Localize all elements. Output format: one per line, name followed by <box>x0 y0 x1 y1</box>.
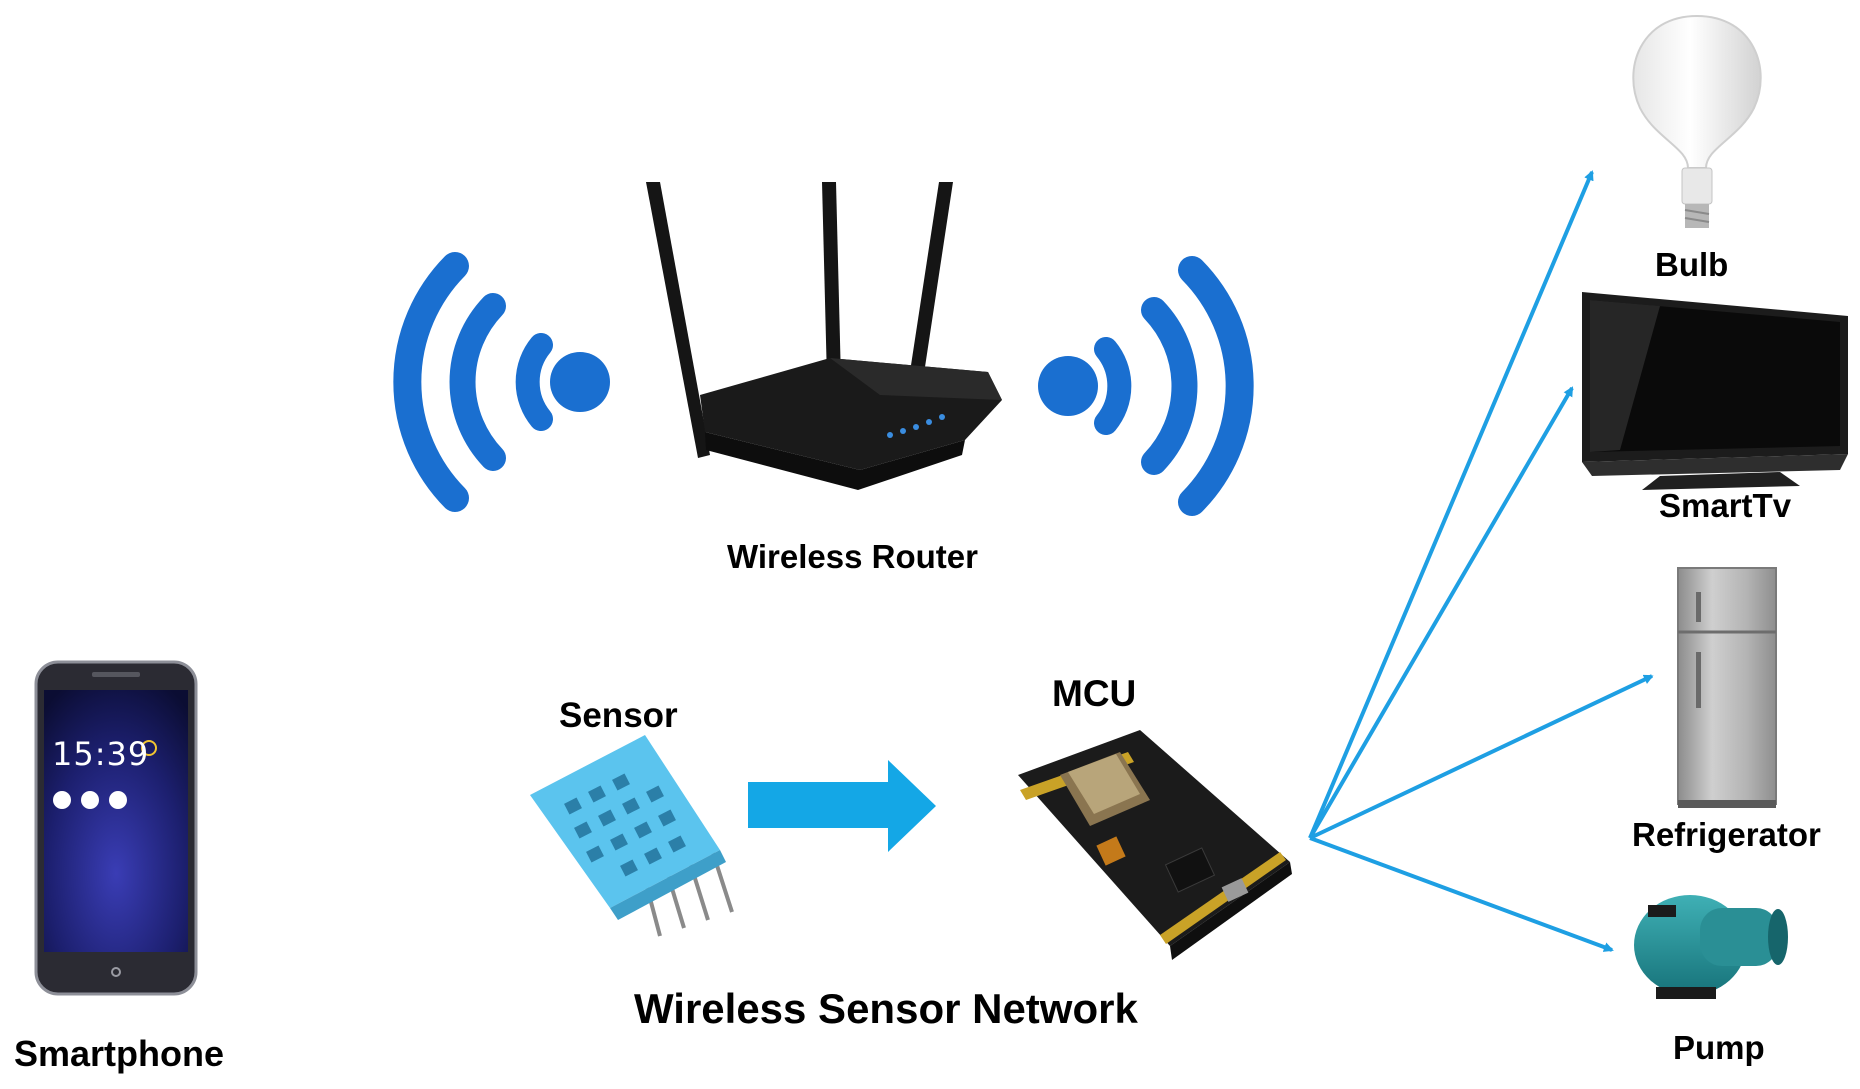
phone-clock: 15:39 <box>52 735 150 773</box>
refrigerator-label: Refrigerator <box>1632 816 1821 853</box>
arrow-to-bulb <box>1308 170 1594 839</box>
smartphone-label: Smartphone <box>14 1033 225 1074</box>
network-title: Wireless Sensor Network <box>634 985 1138 1032</box>
bulb-label: Bulb <box>1655 246 1729 283</box>
sensor-icon <box>530 735 734 937</box>
sensor-label: Sensor <box>559 696 678 735</box>
tv-icon <box>1582 292 1848 490</box>
mcu-label: MCU <box>1052 673 1137 714</box>
pump-icon <box>1634 895 1788 999</box>
router-label: Wireless Router <box>727 538 978 575</box>
wifi-signal-left-icon <box>393 252 610 512</box>
smartphone-icon <box>34 660 198 996</box>
smart-tv-label: SmartTv <box>1659 487 1792 524</box>
mcu-to-appliance-arrows <box>1308 170 1654 952</box>
arrow-to-pump <box>1309 836 1614 952</box>
wifi-signal-right-icon <box>1038 256 1254 516</box>
mcu-board-icon <box>1018 730 1292 960</box>
arrow-to-refrigerator <box>1309 674 1654 840</box>
sensor-to-mcu-arrow <box>748 760 936 852</box>
pump-label: Pump <box>1673 1029 1765 1066</box>
router-icon <box>646 182 1002 490</box>
bulb-icon <box>1632 14 1762 228</box>
arrow-to-tv <box>1308 386 1574 840</box>
refrigerator-icon <box>1677 567 1777 808</box>
